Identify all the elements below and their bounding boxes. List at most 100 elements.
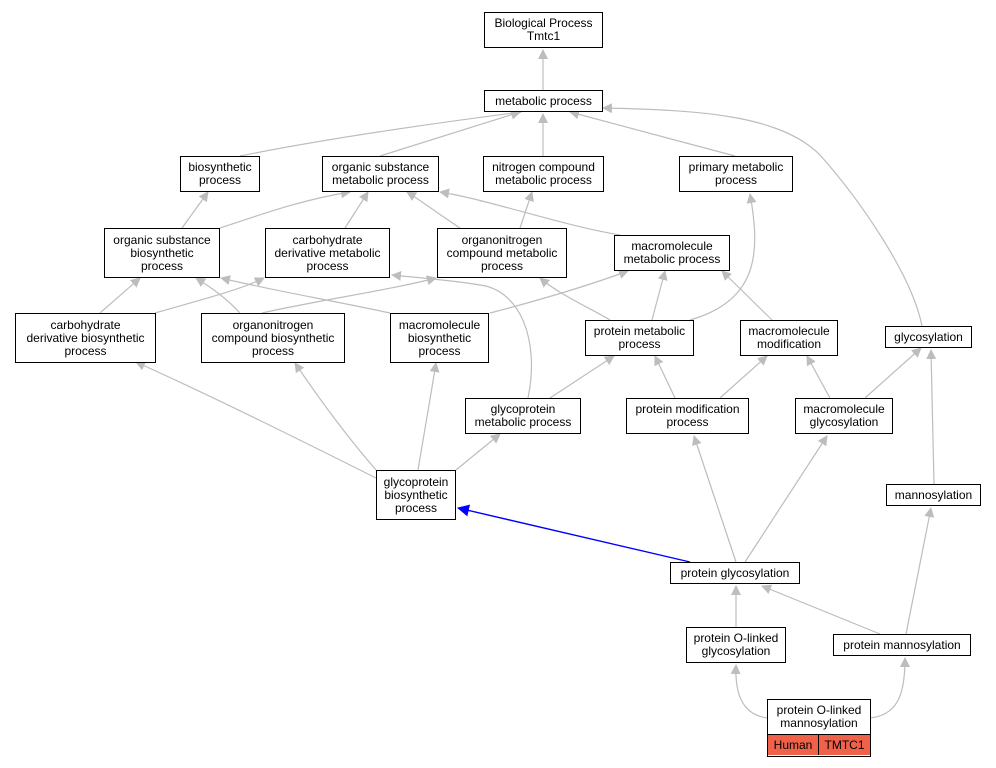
node-line: organonitrogen [461,232,543,247]
node-mannosylation[interactable]: mannosylation [886,484,981,506]
node-organic-substance-biosynthetic[interactable]: organic substance biosynthetic process [104,228,220,278]
node-line: biosynthetic [130,245,194,260]
node-line: process [394,500,438,515]
node-line: process [140,258,184,273]
node-macromolecule-biosynthetic[interactable]: macromolecule biosynthetic process [390,313,489,363]
node-line: protein mannosylation [843,637,961,652]
node-line: protein modification [635,402,740,416]
node-line: process [480,258,524,273]
graph-edge [569,109,736,157]
node-line: carbohydrate [50,317,121,332]
node-line: carbohydrate [292,232,363,247]
node-protein-o-linked-glycosylation[interactable]: protein O-linked glycosylation [686,627,786,663]
node-line: derivative biosynthetic [26,330,145,345]
graph-edge [689,193,757,321]
node-line: protein O-linked [693,631,779,645]
graph-edge [654,355,676,399]
node-glycoprotein-metabolic[interactable]: glycoprotein metabolic process [465,398,581,434]
graph-edge [864,347,922,399]
node-protein-mannosylation[interactable]: protein mannosylation [833,634,971,656]
node-protein-modification[interactable]: protein modification process [626,398,749,434]
node-line: modification [756,337,822,351]
graph-edge [344,191,369,229]
node-line: metabolic process [495,173,592,187]
graph-edge [905,507,935,635]
node-line: organonitrogen [232,317,314,332]
node-carbohydrate-derivative-metabolic[interactable]: carbohydrate derivative metabolic proces… [265,228,390,278]
node-line: compound metabolic [446,245,558,260]
node-glycosylation[interactable]: glycosylation [885,326,972,348]
node-line: macromolecule [803,402,885,416]
node-line: metabolic process [474,415,572,429]
node-glycoprotein-biosynthetic[interactable]: glycoprotein biosynthetic process [376,470,456,520]
node-line: metabolic process [332,173,429,187]
node-organonitrogen-compound-metabolic[interactable]: organonitrogen compound metabolic proces… [437,228,567,278]
node-nitrogen-compound-metabolic[interactable]: nitrogen compound metabolic process [483,156,604,192]
node-line: metabolic process [623,252,721,266]
graph-edge [294,362,377,471]
graph-edge [219,188,351,229]
node-line: process [618,337,661,351]
node-line: compound biosynthetic [211,330,335,345]
node-line: derivative metabolic [274,245,381,260]
node-line: glycosylation [701,644,771,658]
node-line: process [251,343,295,358]
node-organonitrogen-compound-biosynthetic[interactable]: organonitrogen compound biosynthetic pro… [201,313,345,363]
graph-edge [220,275,391,314]
node-line: process [666,415,709,429]
node-line: macromolecule [631,239,713,253]
node-carbohydrate-derivative-biosynthetic[interactable]: carbohydrate derivative biosynthetic pro… [15,313,156,363]
graph-edge [602,103,923,327]
node-biological-process[interactable]: Biological Process Tmtc1 [484,12,603,48]
node-line: biosynthetic [407,330,472,345]
graph-edge [519,191,534,229]
node-line: protein metabolic [593,324,686,338]
node-protein-glycosylation[interactable]: protein glycosylation [670,562,800,584]
graph-edge [195,277,241,314]
graph-edge [549,355,615,399]
node-line: process [306,258,349,273]
highlighted-edge [457,504,691,563]
node-protein-o-linked-mannosylation[interactable]: protein O-linked mannosylation Human TMT… [767,699,871,757]
node-line: process [714,173,758,187]
node-line: nitrogen compound [492,160,595,174]
node-line: process [198,173,242,187]
node-line: protein glycosylation [680,565,790,580]
node-biosynthetic-process[interactable]: biosynthetic process [180,156,260,192]
graph-edge [417,362,440,471]
node-macromolecule-modification[interactable]: macromolecule modification [740,320,838,356]
node-line: process [418,343,461,358]
node-organic-substance-metabolic[interactable]: organic substance metabolic process [322,156,439,192]
graph-edge [181,191,209,229]
graph-edge [869,657,910,719]
node-line: Biological Process [494,16,593,30]
graph-edge [154,277,265,314]
node-macromolecule-glycosylation[interactable]: macromolecule glycosylation [795,398,893,434]
graph-edge [719,355,768,399]
graph-edge [761,584,881,635]
graph-edge [391,270,532,399]
node-line: glycoprotein [490,402,556,416]
node-line: mannosylation [780,716,858,730]
graph-edge [406,191,461,229]
graph-edge [379,109,521,157]
node-protein-metabolic[interactable]: protein metabolic process [585,320,694,356]
node-macromolecule-metabolic[interactable]: macromolecule metabolic process [614,235,730,271]
graph-edge [489,269,629,314]
graph-edge [651,270,668,321]
node-line: organic substance [331,160,430,174]
species-badge[interactable]: Human [768,734,819,755]
node-line: glycoprotein [383,474,449,489]
graph-edge [455,433,501,471]
graph-edge [926,349,937,485]
gene-badge[interactable]: TMTC1 [819,734,870,755]
graph-edge [99,277,141,314]
node-line: metabolic process [495,93,592,108]
node-line: glycosylation [809,415,879,429]
node-line: Tmtc1 [526,29,561,43]
node-metabolic-process[interactable]: metabolic process [484,90,603,112]
graph-edge [744,435,828,563]
graph-edge [806,355,831,399]
node-primary-metabolic[interactable]: primary metabolic process [679,156,793,192]
